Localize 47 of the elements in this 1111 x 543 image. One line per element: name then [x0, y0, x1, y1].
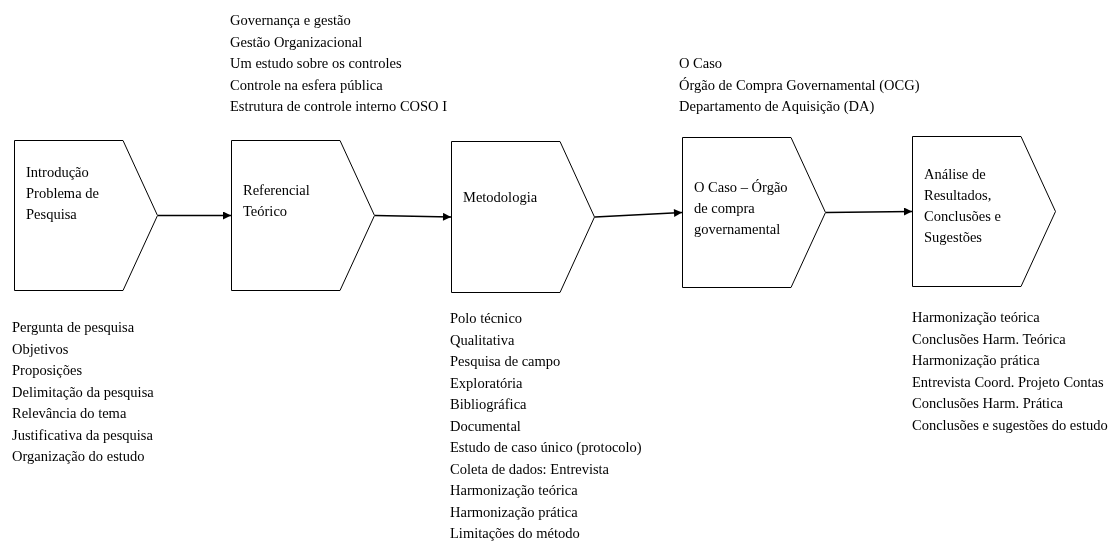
topic-item: Pesquisa de campo — [450, 352, 561, 371]
topic-item: Polo técnico — [450, 309, 523, 328]
topic-item: Qualitativa — [450, 330, 515, 350]
topic-item: Estudo de caso único (protocolo) — [450, 438, 642, 457]
chevron-box — [231, 140, 375, 291]
topic-item: Pergunta de pesquisa — [12, 318, 135, 337]
chevron-box — [451, 141, 595, 293]
topic-item: Proposições — [12, 361, 83, 380]
topic-item: Gestão Organizacional — [230, 32, 363, 52]
chevron-box — [682, 137, 826, 288]
step-title: Referencial Teórico — [243, 181, 311, 221]
topic-item: Bibliográfica — [450, 395, 527, 414]
step-title: Metodologia — [463, 188, 539, 207]
topic-item: Conclusões e sugestões do estudo — [912, 415, 1108, 435]
topic-item: Conclusões Harm. Teórica — [912, 329, 1066, 349]
topic-item: Órgão de Compra Governamental (OCG) — [679, 75, 920, 95]
topic-item: Coleta de dados: Entrevista — [450, 459, 610, 479]
arrow — [157, 211, 232, 220]
step-title: Introdução — [26, 163, 90, 182]
topic-item: Conclusões Harm. Prática — [912, 394, 1063, 413]
arrow — [374, 212, 452, 221]
topic-item: Organização do estudo — [12, 447, 145, 466]
step-title: O Caso – Órgão de compra governamental — [694, 178, 789, 239]
topic-item: Limitações do método — [450, 524, 580, 543]
topic-item: Harmonização teórica — [450, 481, 578, 500]
topic-item: Exploratória — [450, 373, 523, 393]
chevron-box — [912, 136, 1056, 287]
topic-item: Harmonização prática — [450, 502, 578, 522]
topic-item: Delimitação da pesquisa — [12, 382, 154, 402]
topic-item: Justificativa da pesquisa — [12, 425, 153, 445]
topic-item: Documental — [450, 416, 521, 436]
topic-item: Entrevista Coord. Projeto Contas — [912, 372, 1104, 392]
arrow — [825, 207, 913, 216]
topic-item: Governança e gestão — [230, 11, 351, 30]
arrow — [594, 208, 683, 218]
topic-item: Objetivos — [12, 339, 69, 359]
topic-item: Um estudo sobre os controles — [230, 54, 402, 73]
topic-item: O Caso — [679, 54, 723, 73]
step-title: Problema de Pesquisa — [26, 184, 100, 224]
step-title: Análise de Resultados, Conclusões e Sugestões — [924, 165, 1002, 247]
topic-item: Controle na esfera pública — [230, 75, 383, 95]
chevron-box — [14, 140, 158, 291]
topic-item: Estrutura de controle interno COSO I — [230, 97, 448, 116]
topic-item: Harmonização teórica — [912, 308, 1040, 327]
topic-item: Harmonização prática — [912, 351, 1040, 370]
topic-item: Departamento de Aquisição (DA) — [679, 97, 875, 116]
topic-item: Relevância do tema — [12, 404, 127, 423]
